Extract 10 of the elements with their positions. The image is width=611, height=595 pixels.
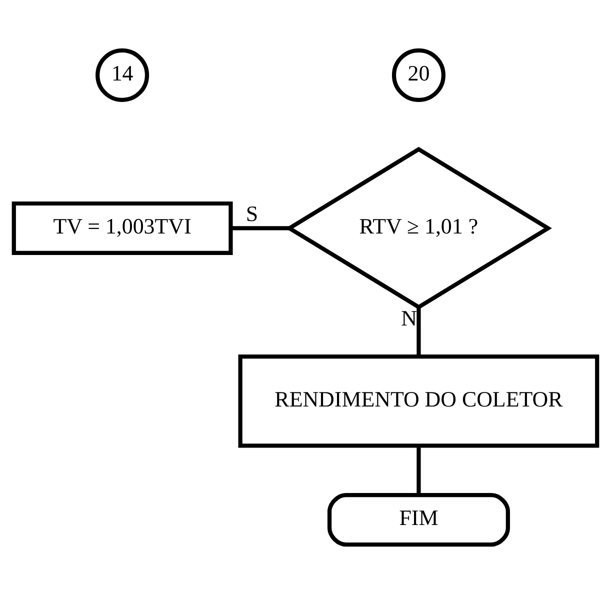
connector: [416, 446, 421, 495]
node-circle: 14: [96, 48, 150, 102]
edge-label: S: [246, 201, 258, 226]
connector: [416, 307, 421, 356]
edge-label: N: [401, 305, 418, 330]
node-box: RENDIMENTO DO COLETOR: [238, 354, 600, 448]
node-circle: 20: [392, 48, 446, 102]
node-box: TV = 1,003TVI: [12, 201, 233, 255]
connector: [231, 226, 290, 230]
node-box: FIM: [327, 493, 510, 547]
